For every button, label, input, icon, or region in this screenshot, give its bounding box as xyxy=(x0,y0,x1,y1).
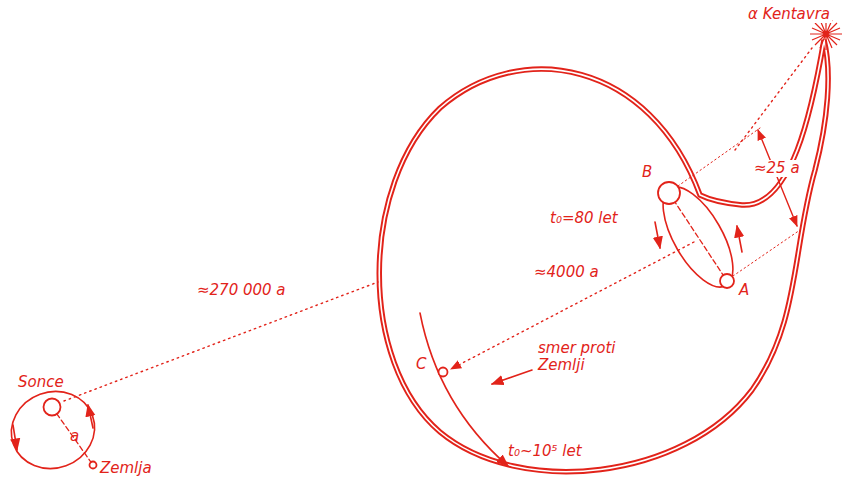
distance-label: ≈270 000 a xyxy=(195,282,288,299)
direction-note: smer proti Zemlji xyxy=(536,340,636,375)
distance-label: ≈4000 a xyxy=(532,264,601,281)
orbit xyxy=(1,380,106,480)
period-label: t₀~10⁵ let xyxy=(506,443,584,460)
body-name: Zemlja xyxy=(98,460,154,477)
distance-symbol: a xyxy=(68,428,81,445)
direction-line xyxy=(735,48,812,150)
star-c xyxy=(439,368,448,377)
star-b xyxy=(658,182,680,204)
orbit xyxy=(649,177,747,298)
earth xyxy=(90,462,97,469)
period-label: t₀=80 let xyxy=(548,210,620,227)
orbit-arc xyxy=(420,313,508,466)
dimension-label: ≈25 a xyxy=(752,160,802,177)
dimension-arrow xyxy=(758,130,797,226)
sun xyxy=(44,399,61,416)
star-name: α Kentavra xyxy=(746,6,832,23)
body-name: Sonce xyxy=(16,374,66,391)
star-letter: B xyxy=(640,164,654,181)
star-letter: C xyxy=(414,356,428,373)
distance-line xyxy=(64,282,378,401)
star-a xyxy=(720,274,734,288)
region-outline xyxy=(379,40,828,472)
star-letter: A xyxy=(737,282,751,299)
direction-arrow xyxy=(492,370,532,384)
